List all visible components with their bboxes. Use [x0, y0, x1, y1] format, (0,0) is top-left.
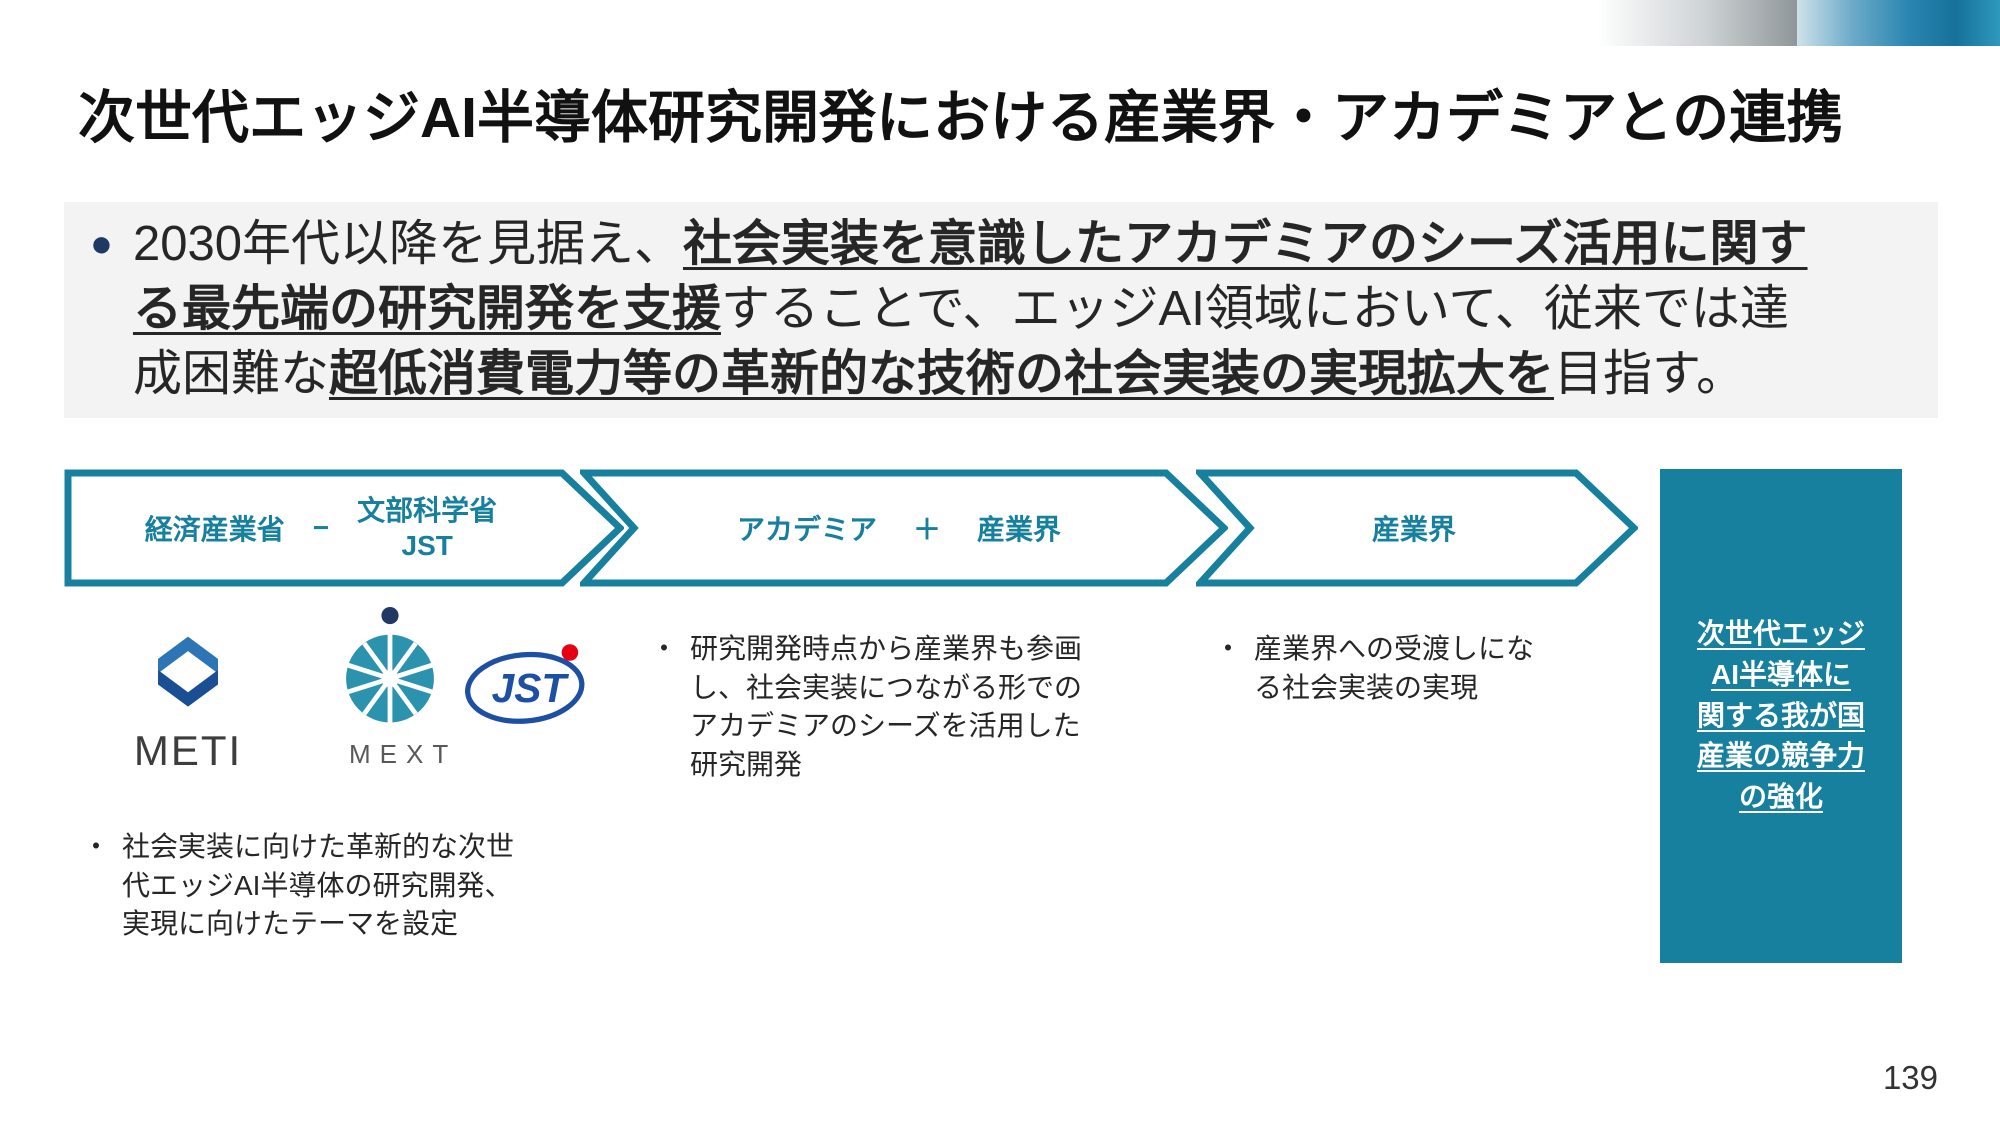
mext-logo-icon — [346, 606, 434, 723]
flow-org-mext-label: 文部科学省 — [357, 495, 498, 526]
flow-step-industry-label: 産業界 — [1196, 469, 1638, 587]
note-ministry-text: 社会実装に向けた革新的な次世代エッジAI半導体の研究開発、実現に向けたテーマを設… — [122, 831, 515, 940]
summary-box: ● 2030年代以降を見据え、社会実装を意識したアカデミアのシーズ活用に関する最… — [64, 202, 1938, 418]
note-bullet: ・ — [82, 831, 111, 862]
flow-step-industry: 産業界 — [1196, 469, 1638, 587]
goal-line: AI半導体に — [1710, 658, 1851, 690]
flow-separator-dash: − — [312, 512, 330, 543]
flow-plus-sign: ＋ — [912, 514, 941, 545]
goal-line: 産業の競争力 — [1696, 740, 1865, 772]
jst-logo: JST — [462, 642, 592, 735]
note-bullet: ・ — [1214, 633, 1243, 664]
summary-segment: することで、エッジAI領域において、従来では達成困難な — [132, 282, 1789, 401]
meti-logo-label: METI — [133, 727, 243, 774]
meti-logo-icon — [158, 636, 218, 707]
page-number: 139 — [1882, 1059, 1938, 1096]
flow-org-jst-label: JST — [401, 530, 453, 561]
summary-segment-emphasis: 超低消費電力等の革新的な技術の社会実装の実現拡大を — [328, 347, 1554, 401]
mext-logo-label: MEXT — [349, 739, 458, 769]
note-bullet: ・ — [650, 633, 679, 664]
note-academia: ・ 研究開発時点から産業界も参画し、社会実装につながる形でのアカデミアのシーズを… — [650, 630, 1088, 785]
bullet-icon: ● — [90, 223, 113, 265]
jst-logo-text: JST — [492, 665, 570, 711]
note-academia-text: 研究開発時点から産業界も参画し、社会実装につながる形でのアカデミアのシーズを活用… — [690, 633, 1083, 780]
flow-org-mext-jst: 文部科学省 JST — [357, 493, 497, 563]
flow-industry-label: 産業界 — [1371, 514, 1456, 545]
goal-line: 次世代エッジ — [1696, 617, 1865, 649]
flow-org-meti-label: 経済産業省 — [144, 514, 285, 545]
summary-segment: 2030年代以降を見据え、 — [132, 217, 683, 271]
meti-logo: METI — [128, 620, 248, 775]
flow-step-government: 経済産業省 − 文部科学省 JST — [64, 469, 624, 587]
goal-line: 関する我が国 — [1696, 699, 1865, 731]
flow-step-government-label: 経済産業省 − 文部科学省 JST — [64, 469, 624, 587]
flow-step-academia-industry: アカデミア ＋ 産業界 — [580, 469, 1228, 587]
summary-segment: 目指す。 — [1553, 347, 1746, 401]
mext-logo: MEXT — [340, 606, 458, 770]
top-decoration-gray-bar — [1597, 0, 1797, 46]
note-industry: ・ 産業界への受渡しになる社会実装の実現 — [1214, 630, 1544, 707]
flow-step-academia-industry-label: アカデミア ＋ 産業界 — [580, 469, 1228, 587]
chevron-shape-icon — [1196, 469, 1638, 587]
flow-academia-label: アカデミア — [736, 514, 877, 545]
flow-industry-label: 産業界 — [977, 514, 1062, 545]
top-decoration-teal-bar — [1797, 0, 2000, 46]
chevron-shape-icon — [580, 469, 1228, 587]
page-title: 次世代エッジAI半導体研究開発における産業界・アカデミアとの連携 — [78, 86, 1844, 150]
note-ministry: ・ 社会実装に向けた革新的な次世代エッジAI半導体の研究開発、実現に向けたテーマ… — [82, 828, 524, 944]
summary-segment-emphasis: 社会実装を意識したアカデミアのシーズ活用に関する最先端の研究開発を支援 — [132, 217, 1808, 336]
goal-box: 次世代エッジ AI半導体に 関する我が国 産業の競争力 の強化 — [1660, 469, 1902, 963]
note-industry-text: 産業界への受渡しになる社会実装の実現 — [1254, 633, 1535, 703]
goal-line: の強化 — [1738, 781, 1823, 813]
summary-text: 2030年代以降を見据え、社会実装を意識したアカデミアのシーズ活用に関する最先端… — [133, 212, 1833, 407]
jst-logo-icon: JST — [465, 644, 585, 724]
chevron-shape-icon — [64, 469, 624, 587]
